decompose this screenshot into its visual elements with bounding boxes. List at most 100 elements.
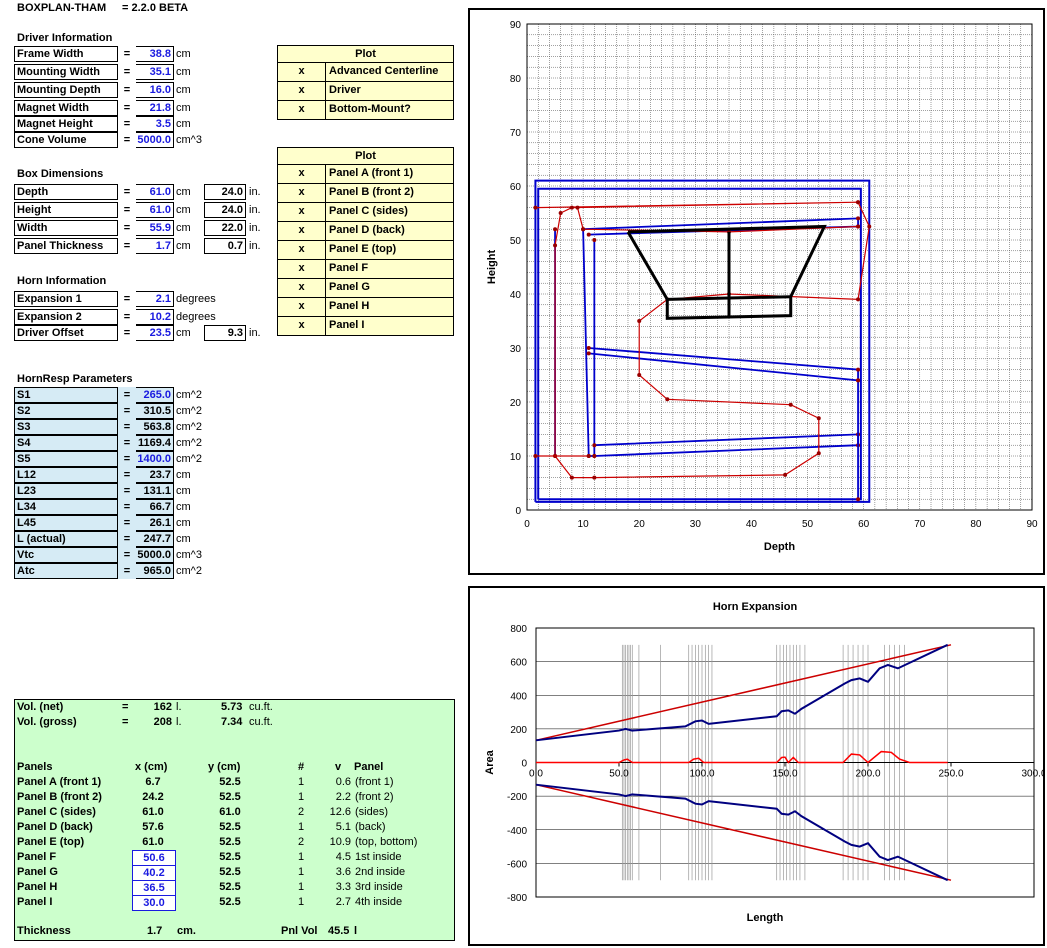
panel-x: 24.2: [142, 791, 164, 803]
series-line: [535, 783, 949, 882]
y-tick-label: 800: [510, 624, 527, 635]
x-tick-label: 70: [914, 519, 926, 530]
plot-checkmark[interactable]: x: [278, 317, 326, 335]
driver-row-value[interactable]: 21.8: [136, 100, 174, 116]
panel-x-input[interactable]: 40.2: [132, 865, 176, 881]
hornresp-row-label: S5: [14, 451, 118, 467]
box-row-value[interactable]: 61.0: [136, 184, 174, 200]
panel-y: 52.5: [219, 866, 241, 878]
driver-row-value[interactable]: 35.1: [136, 64, 174, 80]
panel-y: 52.5: [219, 896, 241, 908]
series-point: [569, 475, 574, 480]
panel-x-input[interactable]: 36.5: [132, 880, 176, 896]
horn-expansion-chart: Horn Expansion-800-600-400-2000200400600…: [484, 601, 1047, 924]
x-tick-label: 80: [970, 519, 982, 530]
equals-sign: =: [118, 387, 136, 403]
series-point: [592, 238, 597, 242]
plot-checkmark[interactable]: x: [278, 298, 326, 316]
panel-x: 61.0: [142, 806, 164, 818]
plot-checkmark[interactable]: x: [278, 101, 326, 119]
panel-name: Panel B (front 2): [17, 791, 102, 803]
summary-panel: Vol. (net) = 162 l. 5.73 cu.ft. Vol. (gr…: [14, 699, 455, 941]
hornresp-row-value: 131.1: [136, 483, 174, 499]
panel-y: 52.5: [219, 851, 241, 863]
horn-row-inches: 9.3: [204, 325, 246, 341]
panel-desc: (back): [355, 821, 386, 833]
plot-checkmark[interactable]: x: [278, 63, 326, 81]
horn-row-value[interactable]: 23.5: [136, 325, 174, 341]
plot-checkmark[interactable]: x: [278, 222, 326, 240]
series-point: [533, 454, 538, 458]
hornresp-row-label: L23: [14, 483, 118, 499]
series-line: [535, 783, 952, 881]
panel-x-input[interactable]: 30.0: [132, 895, 176, 911]
plot-checkmark[interactable]: x: [278, 260, 326, 278]
driver-row-label: Mounting Width: [14, 64, 118, 80]
driver-row-unit: cm: [176, 84, 191, 96]
hornresp-row-value[interactable]: 1400.0: [136, 451, 174, 467]
series-panel: [582, 229, 596, 457]
panel-y: 61.0: [219, 806, 241, 818]
driver-row-unit: cm: [176, 118, 191, 130]
panel-desc: (front 1): [355, 776, 394, 788]
x-tick-label: 200.0: [855, 769, 880, 780]
plot-checkmark[interactable]: x: [278, 279, 326, 297]
box-row-inches: 22.0: [204, 220, 246, 236]
plot-checkmark[interactable]: x: [278, 165, 326, 183]
hornresp-row-value: 5000.0: [136, 547, 174, 563]
series-point: [586, 346, 591, 350]
box-row-inches: 0.7: [204, 238, 246, 254]
chart-title: Horn Expansion: [713, 601, 798, 613]
plot-checkmark[interactable]: x: [278, 82, 326, 100]
hornresp-row-unit: cm^2: [176, 565, 202, 577]
horn-row-value[interactable]: 2.1: [136, 291, 174, 307]
x-tick-label: 0: [524, 519, 530, 530]
panel-volume: 3.3: [335, 881, 351, 893]
y-tick-label: -600: [507, 859, 527, 870]
plot-checkmark[interactable]: x: [278, 184, 326, 202]
plot-checkmark[interactable]: x: [278, 241, 326, 259]
driver-row-value[interactable]: 38.8: [136, 46, 174, 62]
series-line: [535, 643, 949, 742]
app-title: BOXPLAN-THAM: [17, 2, 107, 14]
driver-row-value[interactable]: 5000.0: [136, 132, 174, 148]
horn-row-unit: degrees: [176, 311, 216, 323]
box-row-value[interactable]: 1.7: [136, 238, 174, 254]
box-row-label: Height: [14, 202, 118, 218]
horn-row-value[interactable]: 10.2: [136, 309, 174, 325]
horn-row-label: Expansion 2: [14, 309, 118, 325]
series-point: [637, 373, 642, 377]
driver-row-value[interactable]: 3.5: [136, 116, 174, 132]
horn-heading: Horn Information: [17, 275, 107, 287]
hornresp-row-value[interactable]: 265.0: [136, 387, 174, 403]
thickness-label: Thickness: [17, 925, 71, 937]
series-point: [856, 497, 861, 502]
panel-count: 1: [298, 776, 305, 788]
equals-sign: =: [118, 403, 136, 419]
panel-x-input[interactable]: 50.6: [132, 850, 176, 866]
box-row-value[interactable]: 61.0: [136, 202, 174, 218]
plot-checkmark[interactable]: x: [278, 203, 326, 221]
y-tick-label: 90: [510, 20, 522, 31]
panel-name: Panel A (front 1): [17, 776, 102, 788]
box-row-value[interactable]: 55.9: [136, 220, 174, 236]
y-axis-label: Area: [484, 749, 496, 774]
series-point: [586, 351, 591, 356]
y-tick-label: 60: [510, 182, 522, 193]
driver-row-value[interactable]: 16.0: [136, 82, 174, 98]
vol-gross-liters: 208: [153, 716, 172, 728]
